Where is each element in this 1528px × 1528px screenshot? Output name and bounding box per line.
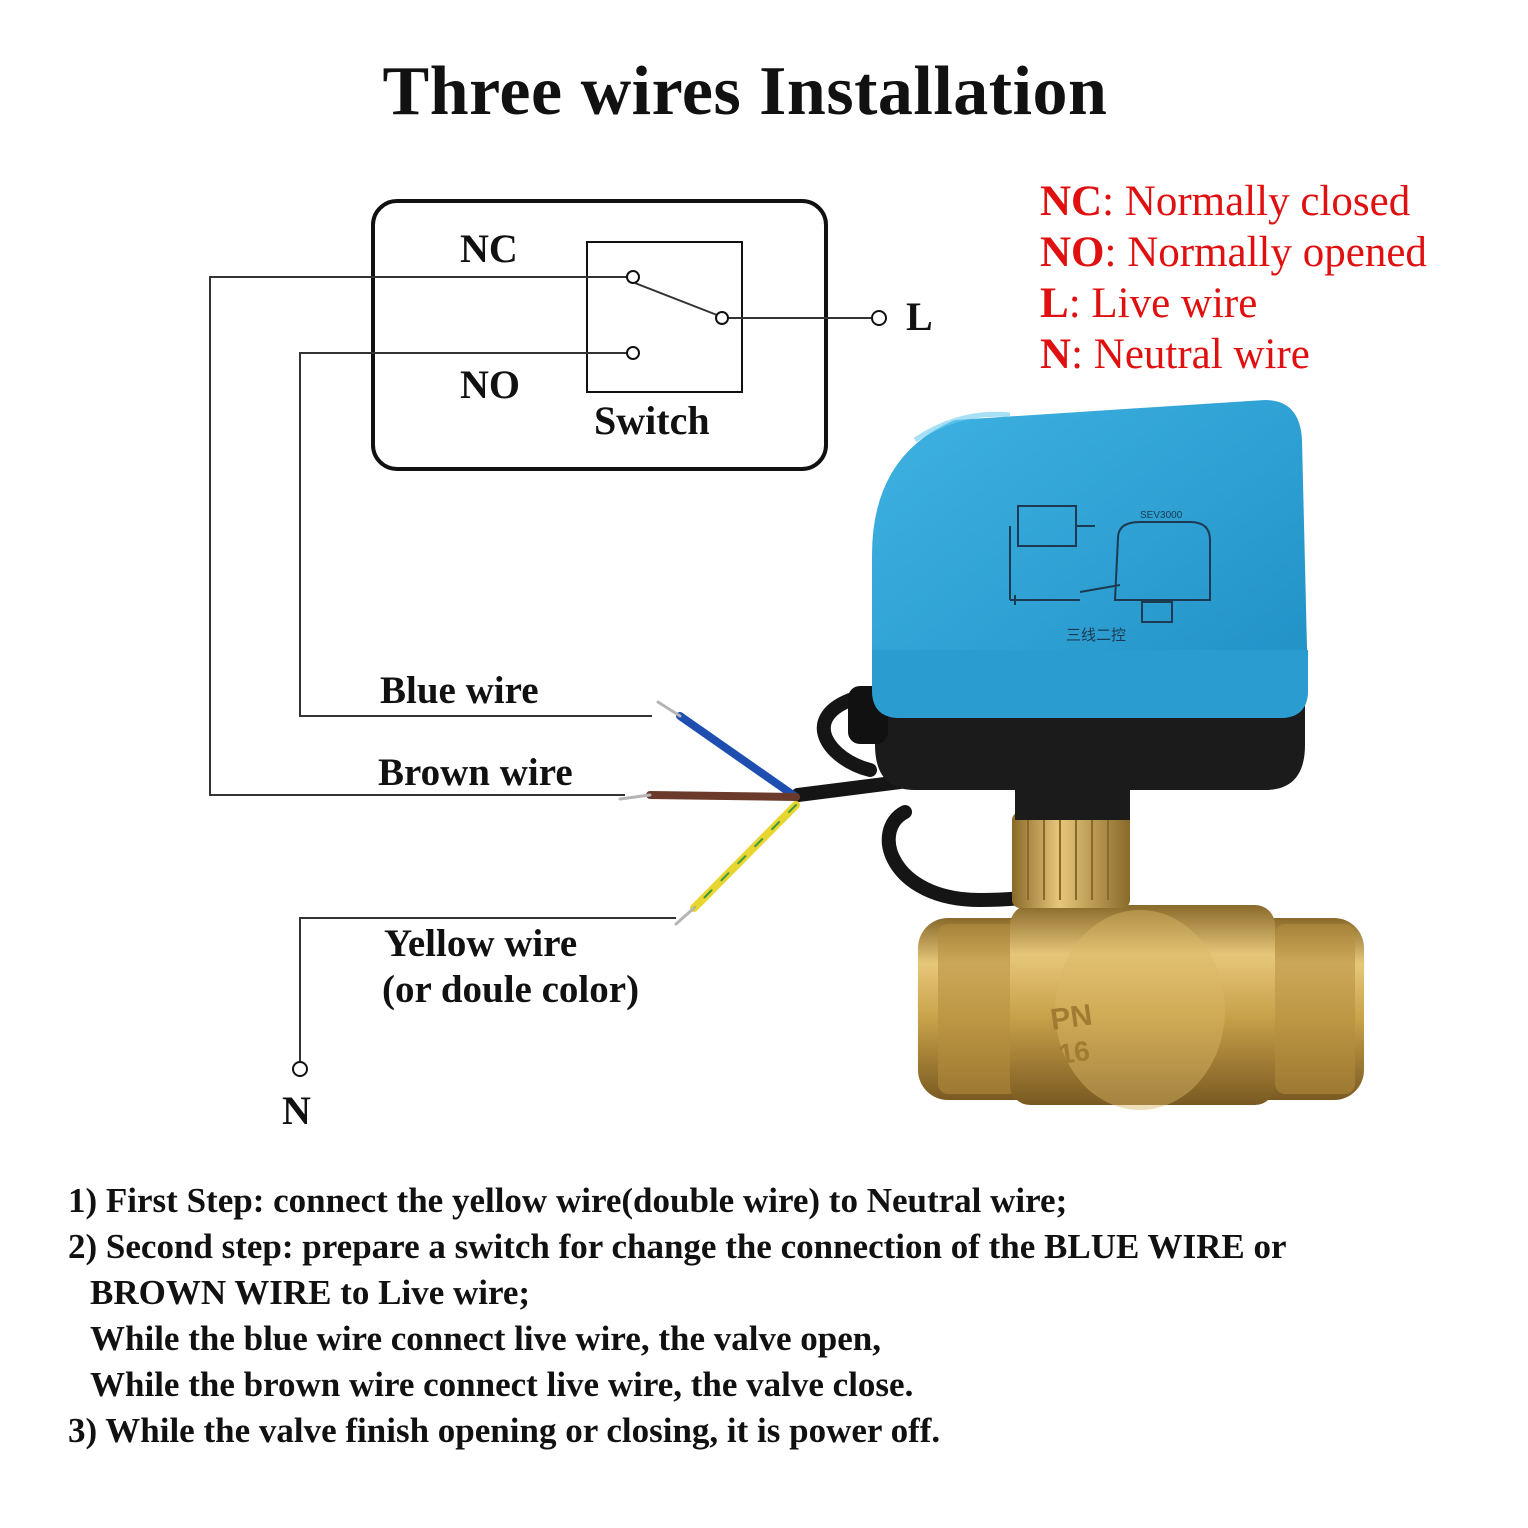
no-label: NO (460, 362, 520, 407)
neutral-label: N (282, 1088, 311, 1133)
step-2: 2) Second step: prepare a switch for cha… (68, 1227, 1287, 1266)
yellow-wire-note: (or doule color) (382, 968, 639, 1011)
neutral-terminal (292, 1061, 308, 1077)
legend-item-n: N: Neutral wire (1040, 331, 1310, 378)
yellow-wire-label: Yellow wire (384, 922, 577, 965)
actuator-wiring-sticker (1009, 505, 1211, 623)
switch-label: Switch (594, 398, 710, 443)
page-title: Three wires Installation (382, 53, 1108, 130)
brown-wire-label: Brown wire (378, 751, 573, 794)
pn-marking: PN (1048, 998, 1094, 1036)
pn-value-marking: 16 (1057, 1035, 1092, 1070)
step-2-note-close: While the brown wire connect live wire, … (90, 1365, 914, 1404)
motorized-ball-valve: PN 16 SEV3000 三线二控 (618, 400, 1364, 1110)
nc-label: NC (460, 226, 518, 271)
step-2-continued: BROWN WIRE to Live wire; (90, 1273, 531, 1312)
legend-item-l: L: Live wire (1040, 280, 1258, 327)
step-2-note-open: While the blue wire connect live wire, t… (90, 1319, 881, 1358)
step-1: 1) First Step: connect the yellow wire(d… (68, 1181, 1068, 1220)
nc-contact (626, 270, 640, 284)
sticker-caption: 三线二控 (1066, 626, 1126, 644)
legend-item-nc: NC: Normally closed (1040, 178, 1411, 225)
abbreviation-legend: NC: Normally closed NO: Normally opened … (1040, 176, 1427, 380)
legend-item-no: NO: Normally opened (1040, 229, 1427, 276)
sticker-model: SEV3000 (1140, 510, 1183, 521)
blue-wire-label: Blue wire (380, 669, 539, 712)
live-terminal (871, 310, 887, 326)
installation-steps: 1) First Step: connect the yellow wire(d… (68, 1178, 1287, 1454)
common-contact (715, 311, 729, 325)
valve-stem-coupling (1012, 812, 1130, 908)
valve-wires (618, 700, 800, 926)
live-label: L (906, 294, 933, 339)
circuit-lines (209, 276, 871, 1062)
switch-enclosure (371, 199, 828, 471)
actuator-base (875, 700, 1305, 820)
step-3: 3) While the valve finish opening or clo… (68, 1411, 941, 1450)
no-contact (626, 346, 640, 360)
actuator-housing (872, 400, 1308, 718)
